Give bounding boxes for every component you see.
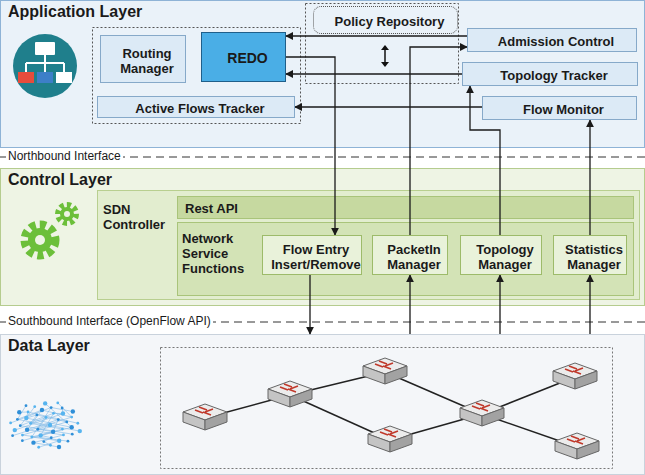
box-label: Routing Manager <box>113 46 181 76</box>
box-label: PacketIn Manager <box>385 242 443 272</box>
layer-title: Control Layer <box>8 171 112 189</box>
controller-fill <box>98 191 640 300</box>
box-label: REDO <box>227 51 267 66</box>
interface-label: Southbound Interface (OpenFlow API) <box>6 314 213 328</box>
controller-box: SDN Controller Rest API Network Service Fu… <box>97 190 640 300</box>
flow-arrow <box>286 35 467 36</box>
box-label: Statistics Manager <box>565 242 623 272</box>
flow-arrow <box>409 275 410 334</box>
switch-icons <box>183 358 599 459</box>
box-label: Active Flows Tracker <box>135 101 264 116</box>
panel-fill <box>178 197 634 219</box>
flow-arrow <box>410 47 467 235</box>
group-outline <box>93 28 301 124</box>
box-label: SDN Controller <box>103 202 175 232</box>
service-panel: Network Service Functions Flow Entry Inse… <box>177 222 634 296</box>
layer-band: Data Layer <box>0 334 645 475</box>
module-box: Admission Control <box>467 28 637 52</box>
layer-title: Data Layer <box>8 337 90 355</box>
flow-arrow <box>286 57 335 235</box>
api-bar: Rest API <box>177 196 634 218</box>
box-label: Topology Tracker <box>500 68 607 83</box>
box-label: Flow Monitor <box>523 102 604 117</box>
band-fill <box>1 169 645 306</box>
group-outline <box>161 348 613 469</box>
box-label: Policy Repository <box>335 14 445 29</box>
flow-arrow <box>589 275 590 334</box>
band-fill <box>1 1 645 148</box>
flow-arrow <box>286 73 462 74</box>
band-fill <box>1 335 645 475</box>
box-label: Admission Control <box>498 34 614 49</box>
interface-label: Northbound Interface <box>6 149 123 163</box>
application-icon <box>13 34 77 98</box>
gear-icon <box>25 205 76 255</box>
flow-arrow <box>295 106 482 107</box>
service-box: Flow Entry Insert/Remove <box>262 235 362 275</box>
service-box: Topology Manager <box>460 235 542 275</box>
box-label: Topology Manager <box>473 242 537 272</box>
network-cloud <box>9 401 82 449</box>
flow-arrow <box>589 120 590 235</box>
box-label: Network Service Functions <box>182 231 254 276</box>
layer-band: Control LayerSDN Controller Rest API Netwo… <box>0 168 645 306</box>
panel-fill <box>178 223 634 296</box>
repository-box: Policy Repository <box>313 6 458 34</box>
core-module-box: REDO <box>201 32 286 82</box>
module-box: Active Flows Tracker <box>97 96 295 118</box>
box-label: Flow Entry Insert/Remove <box>271 242 361 272</box>
sync-arrow <box>381 45 389 67</box>
box-label: Rest API <box>185 201 238 216</box>
module-box: Routing Manager <box>100 35 186 83</box>
group-outline <box>306 4 459 84</box>
service-box: PacketIn Manager <box>372 235 448 275</box>
module-box: Topology Tracker <box>462 62 638 86</box>
layer-band: Application LayerPolicy RepositoryRoutin… <box>0 0 645 148</box>
module-box: Flow Monitor <box>482 96 637 120</box>
layer-title: Application Layer <box>8 3 142 21</box>
flow-arrow <box>499 275 500 334</box>
service-box: Statistics Manager <box>553 235 627 275</box>
flow-arrow <box>309 275 310 334</box>
